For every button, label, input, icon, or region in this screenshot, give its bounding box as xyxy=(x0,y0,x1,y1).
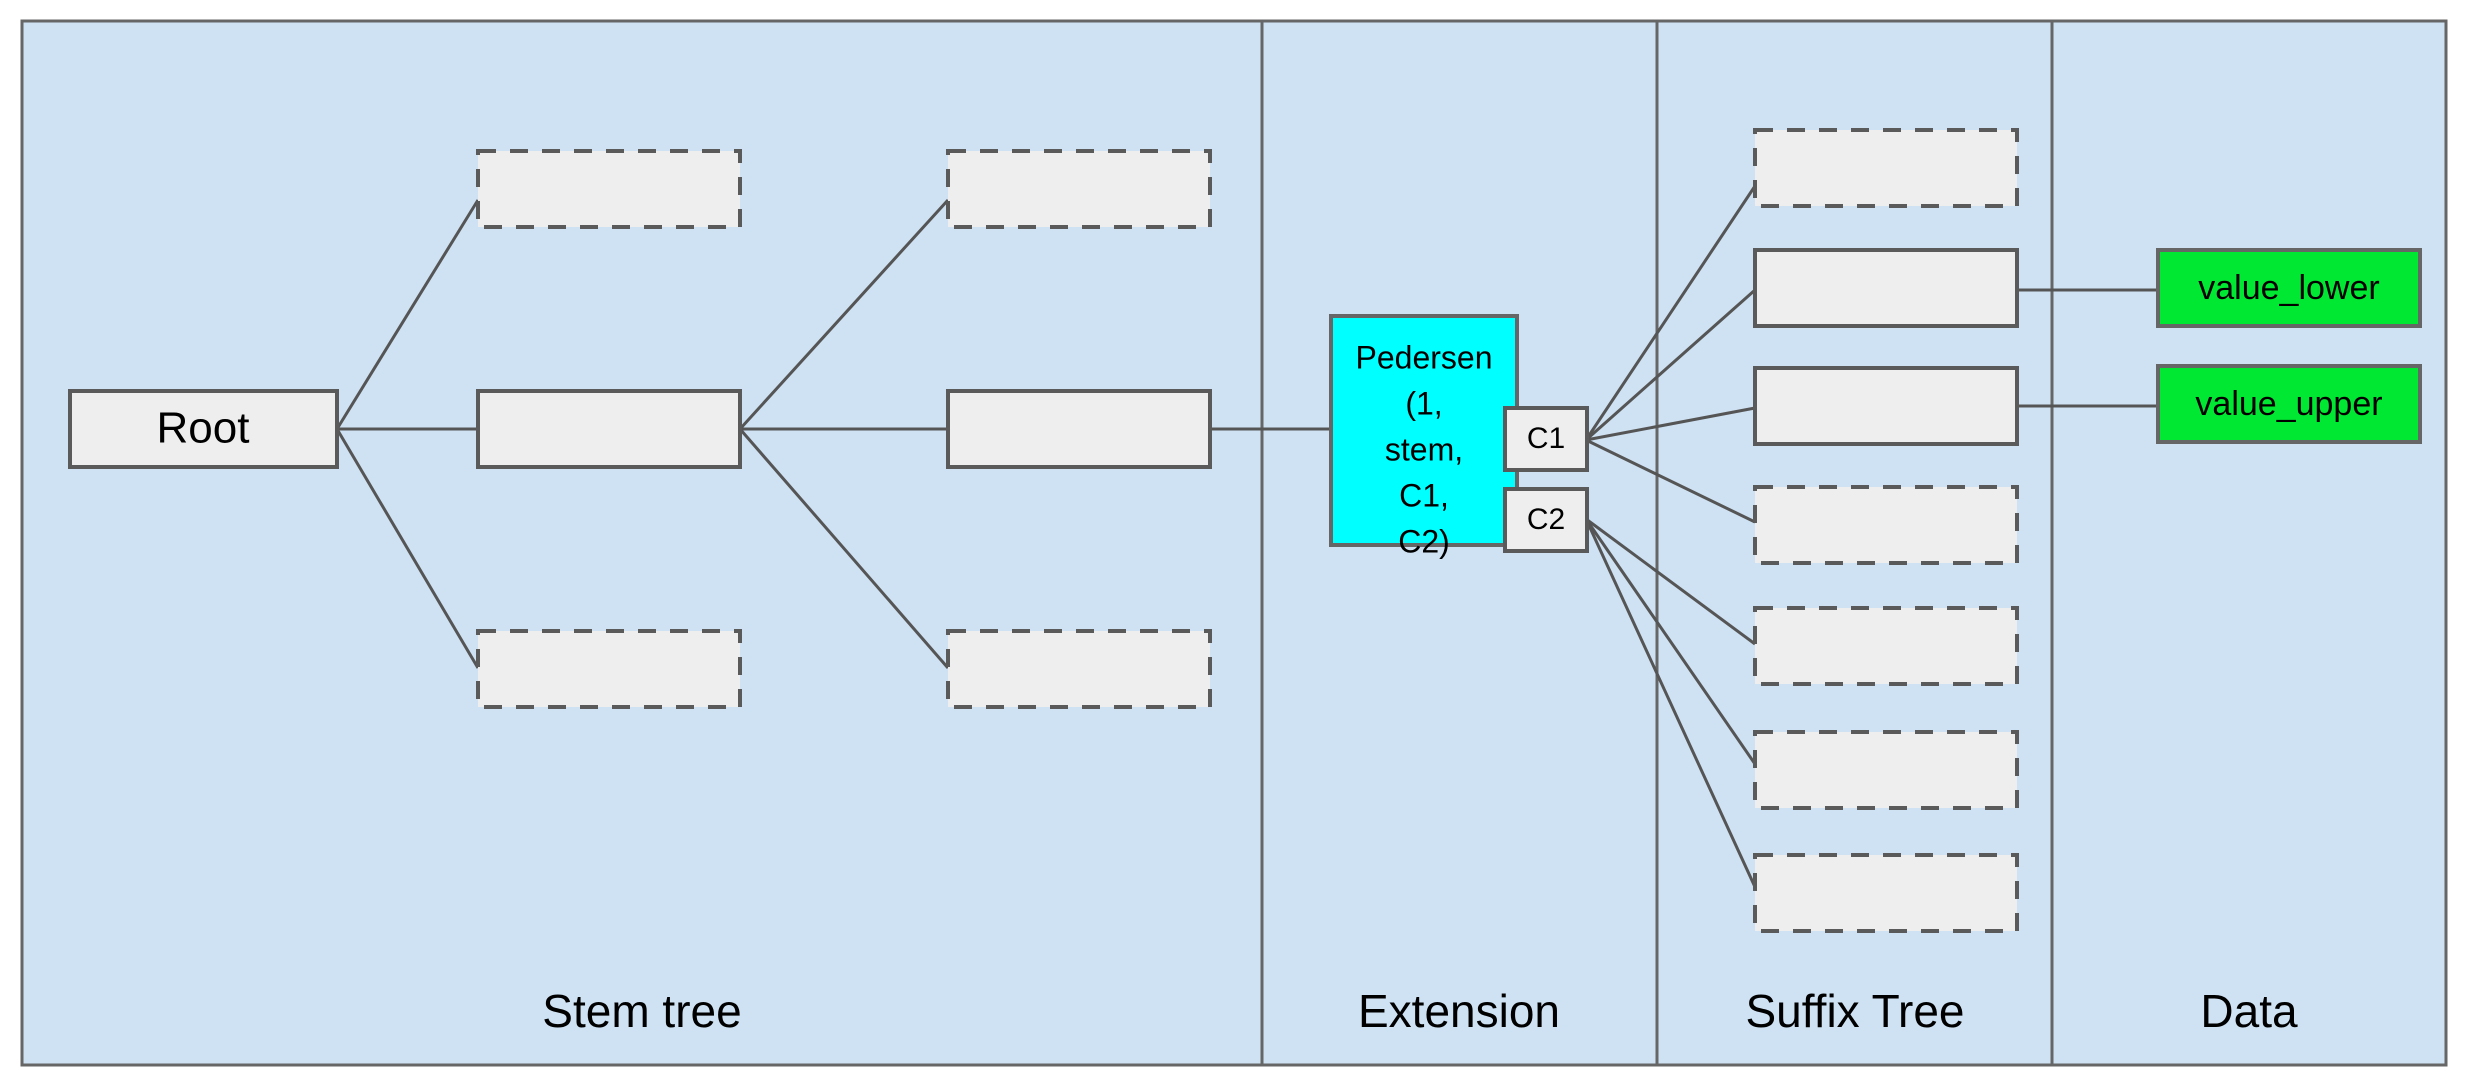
node-sx-4-box[interactable] xyxy=(1753,485,2019,565)
node-pedersen-line-1: Pedersen xyxy=(1356,339,1493,375)
edge-root-to-s1-bot xyxy=(335,428,480,669)
node-value-lower[interactable]: value_lower xyxy=(2156,248,2422,328)
node-root-box[interactable] xyxy=(68,389,339,469)
node-c2-box[interactable] xyxy=(1503,487,1589,553)
node-sx-7-box[interactable] xyxy=(1753,853,2019,933)
node-sx-4[interactable] xyxy=(1753,485,2019,565)
node-c2[interactable]: C2 xyxy=(1503,487,1589,553)
node-pedersen-line-5: C2) xyxy=(1398,523,1450,559)
node-sx-5[interactable] xyxy=(1753,606,2019,686)
node-sx-3-box[interactable] xyxy=(1753,366,2019,446)
node-s1-bot[interactable] xyxy=(476,629,742,709)
node-root-label: Root xyxy=(157,404,250,453)
node-s2-bot-box[interactable] xyxy=(946,629,1212,709)
node-value-upper[interactable]: value_upper xyxy=(2156,364,2422,444)
edges-stem-tree xyxy=(335,198,1329,669)
edges-data xyxy=(2017,288,2158,408)
node-s1-bot-box[interactable] xyxy=(476,629,742,709)
node-s2-mid[interactable] xyxy=(946,389,1212,469)
panel-suffix-tree-label: Suffix Tree xyxy=(1745,985,1964,1037)
panel-stem-tree-label: Stem tree xyxy=(542,985,741,1037)
node-c1[interactable]: C1 xyxy=(1503,406,1589,472)
panel-extension-label: Extension xyxy=(1358,985,1560,1037)
edge-s1mid-to-s2-bot xyxy=(738,428,950,669)
edges-suffix-tree xyxy=(1584,185,1757,888)
node-s1-mid-box[interactable] xyxy=(476,389,742,469)
node-sx-1-box[interactable] xyxy=(1753,128,2019,208)
node-s2-bot[interactable] xyxy=(946,629,1212,709)
node-c2-label: C2 xyxy=(1527,503,1565,536)
edge-c1-to-sx-2 xyxy=(1585,288,1756,442)
node-c1-box[interactable] xyxy=(1503,406,1589,472)
node-sx-2-box[interactable] xyxy=(1753,248,2019,328)
panel-data-label: Data xyxy=(2200,985,2298,1037)
node-sx-2[interactable] xyxy=(1753,248,2019,328)
panel-data: Data xyxy=(2050,19,2448,1067)
node-s2-top-box[interactable] xyxy=(946,149,1212,229)
edge-c2-to-sx-5 xyxy=(1585,517,1756,646)
edge-c2-to-sx-6 xyxy=(1584,518,1757,765)
node-sx-5-box[interactable] xyxy=(1753,606,2019,686)
node-pedersen-line-4: C1, xyxy=(1399,477,1449,513)
edge-s1mid-to-s2-top xyxy=(738,198,950,431)
node-s1-top[interactable] xyxy=(476,149,742,229)
node-root[interactable]: Root xyxy=(68,389,339,469)
edge-c1-to-sx-1 xyxy=(1584,185,1757,441)
node-value-lower-box[interactable] xyxy=(2156,248,2422,328)
edge-root-to-s1-top xyxy=(335,199,480,430)
node-s2-top[interactable] xyxy=(946,149,1212,229)
node-sx-1[interactable] xyxy=(1753,128,2019,208)
edge-c1-to-sx-4 xyxy=(1585,438,1756,524)
node-pedersen-line-2: (1, xyxy=(1405,385,1442,421)
node-value-upper-label: value_upper xyxy=(2195,385,2382,423)
node-s1-mid[interactable] xyxy=(476,389,742,469)
node-s2-mid-box[interactable] xyxy=(946,389,1212,469)
node-s1-top-box[interactable] xyxy=(476,149,742,229)
panel-data-background xyxy=(2050,19,2448,1067)
node-sx-6-box[interactable] xyxy=(1753,730,2019,810)
edge-c1-to-sx-3 xyxy=(1585,406,1756,442)
node-sx-3[interactable] xyxy=(1753,366,2019,446)
edge-c2-to-sx-7 xyxy=(1584,518,1757,888)
node-value-upper-box[interactable] xyxy=(2156,364,2422,444)
node-pedersen-commitment[interactable]: Pedersen (1, stem, C1, C2) xyxy=(1329,314,1519,559)
node-c1-label: C1 xyxy=(1527,422,1565,455)
node-sx-7[interactable] xyxy=(1753,853,2019,933)
node-pedersen-line-3: stem, xyxy=(1385,431,1463,467)
node-value-lower-label: value_lower xyxy=(2198,269,2379,307)
node-sx-6[interactable] xyxy=(1753,730,2019,810)
